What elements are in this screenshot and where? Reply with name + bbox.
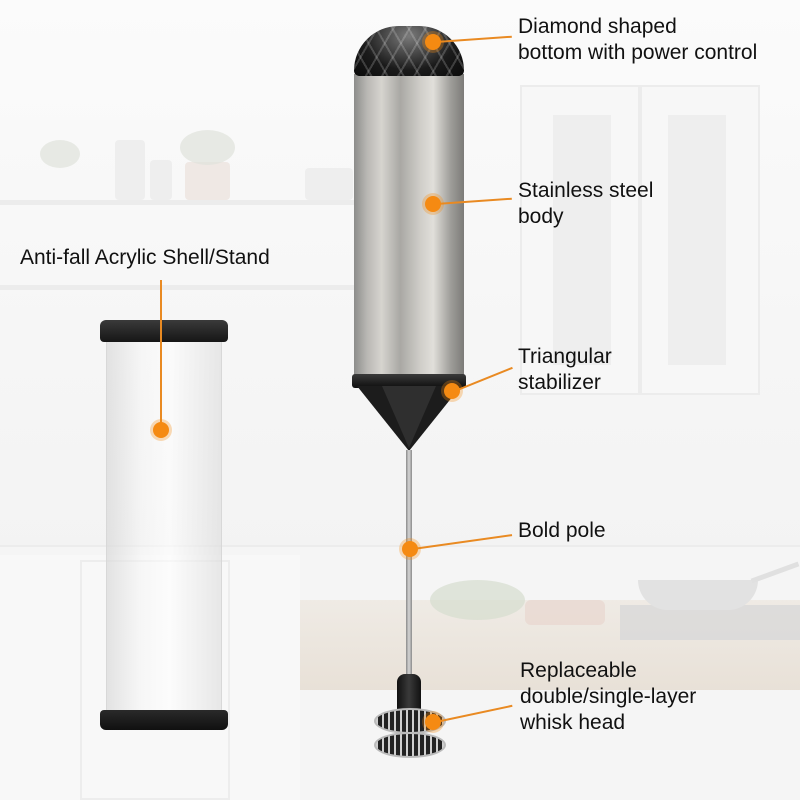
callout-dot	[402, 541, 418, 557]
callout-dot	[153, 422, 169, 438]
background-food	[525, 600, 605, 625]
background-plant	[40, 140, 80, 168]
stabilizer-facet	[382, 386, 436, 448]
background-stove	[620, 605, 800, 640]
stabilizer-ring	[352, 374, 466, 388]
whisk-coil-bottom	[374, 732, 446, 758]
background-herbs	[430, 580, 525, 620]
label-diamond-bottom: Diamond shaped bottom with power control	[518, 15, 758, 64]
background-jug	[115, 140, 145, 200]
background-shelf	[0, 200, 360, 205]
callout-dot	[425, 34, 441, 50]
label-steel-body: Stainless steel body	[518, 179, 654, 228]
background-cake-stand	[305, 168, 353, 200]
frother-pole	[406, 450, 412, 675]
callout-dot	[425, 196, 441, 212]
label-whisk-head: Replaceable double/single-layer whisk he…	[520, 659, 697, 734]
background-planter	[185, 162, 230, 200]
acrylic-shell-lid	[100, 320, 228, 342]
callout-line	[160, 280, 162, 430]
background-plant	[180, 130, 235, 165]
label-pole: Bold pole	[518, 519, 606, 542]
diamond-power-cap	[354, 26, 464, 76]
acrylic-shell	[100, 320, 228, 730]
background-shelf	[0, 285, 360, 290]
background-cabinet-glass	[553, 115, 611, 365]
acrylic-tube	[106, 342, 222, 712]
acrylic-shell-base	[100, 710, 228, 730]
stainless-steel-body	[354, 74, 464, 379]
callout-dot	[444, 383, 460, 399]
background-vase	[150, 160, 172, 200]
label-stabilizer: Triangular stabilizer	[518, 345, 612, 394]
milk-frother	[352, 14, 466, 789]
background-cabinet-glass	[668, 115, 726, 365]
callout-dot	[425, 714, 441, 730]
background-pan	[638, 580, 758, 610]
label-acrylic-shell: Anti-fall Acrylic Shell/Stand	[20, 246, 270, 269]
